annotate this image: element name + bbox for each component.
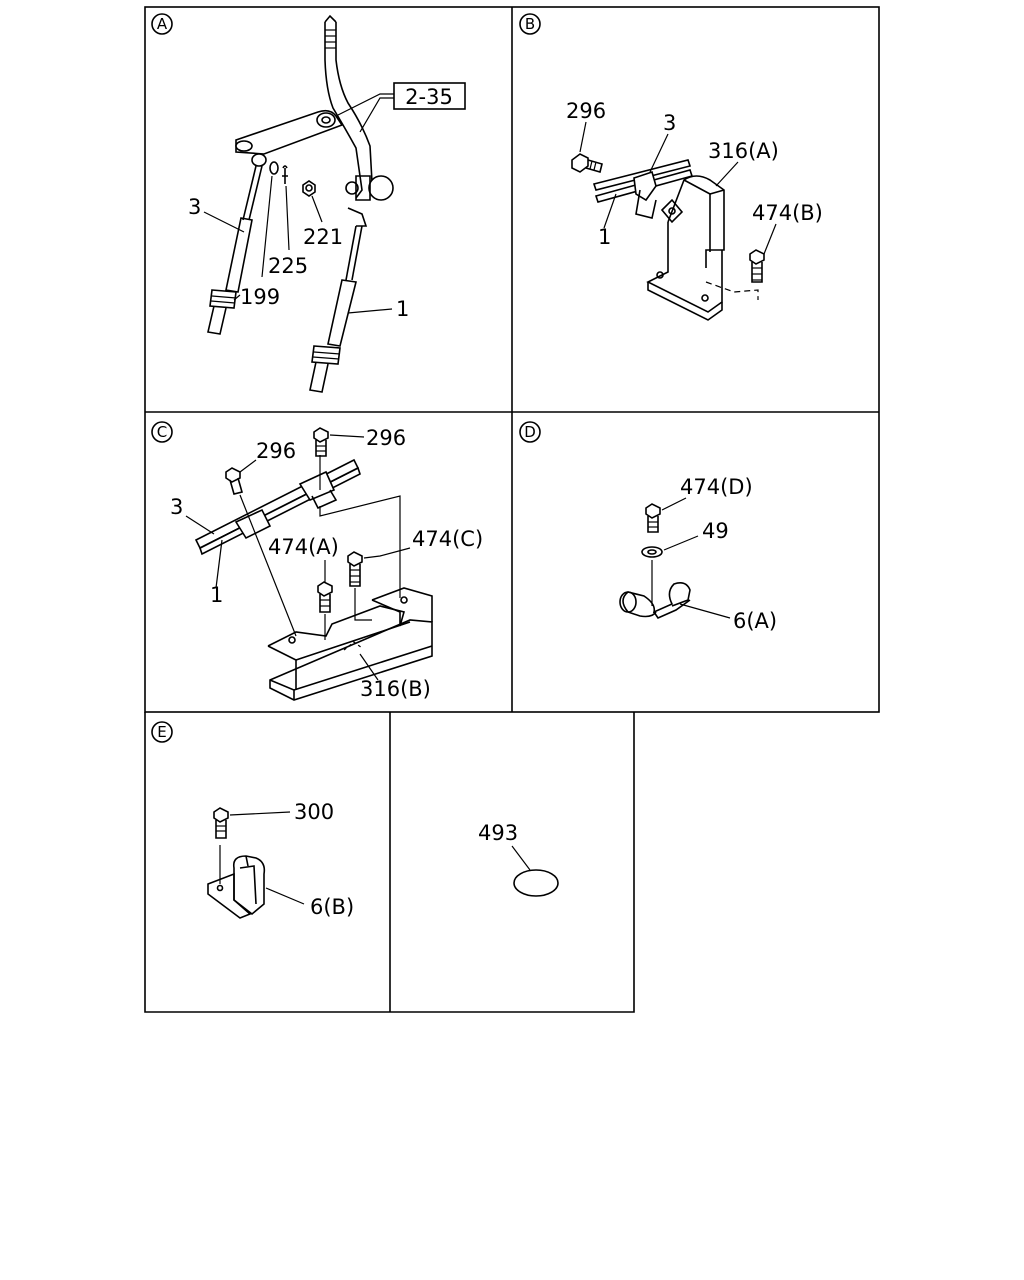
label-316b: 316(B) <box>360 677 431 701</box>
panel-e-marker: E <box>151 721 173 743</box>
cables-1-3-drawing <box>592 159 694 219</box>
bolt-474d-drawing <box>645 503 661 533</box>
bracket-316a-drawing <box>646 175 725 321</box>
label-474b: 474(B) <box>752 201 823 225</box>
label-cable-3: 3 <box>188 195 201 219</box>
label-316a: 316(A) <box>708 139 779 163</box>
panel-e: E 300 6(B) <box>151 721 354 919</box>
label-225: 225 <box>268 254 308 278</box>
panel-b-marker: B <box>519 13 541 35</box>
panel-c-leaders <box>185 434 411 681</box>
svg-text:B: B <box>525 15 535 33</box>
label-296-c-left: 296 <box>256 439 296 463</box>
panel-a-marker: A <box>151 13 173 35</box>
panel-b: B <box>519 13 823 321</box>
label-49: 49 <box>702 519 729 543</box>
bolt-300-drawing <box>213 807 229 839</box>
pin-225-drawing <box>282 165 288 184</box>
label-2-35: 2-35 <box>405 85 453 109</box>
label-cable-1-b: 1 <box>598 225 611 249</box>
panel-f: 493 <box>478 821 559 897</box>
label-221: 221 <box>303 225 343 249</box>
bracket-316b-drawing <box>267 587 433 701</box>
label-6a: 6(A) <box>733 609 777 633</box>
clamp-6b-drawing <box>207 855 266 919</box>
panel-c: C <box>151 421 483 701</box>
bolts-c-drawing <box>225 427 363 613</box>
nut-221-drawing <box>302 180 316 197</box>
svg-text:C: C <box>157 423 167 441</box>
panel-a-leaders <box>203 93 394 314</box>
bolt-474b-drawing <box>749 249 765 283</box>
cables-c-drawing <box>194 458 361 556</box>
clip-199-drawing <box>269 161 279 175</box>
shift-lever-drawing <box>235 14 394 201</box>
part-493-drawing <box>513 869 559 897</box>
label-cable-3-b: 3 <box>663 111 676 135</box>
label-300: 300 <box>294 800 334 824</box>
washer-49-drawing <box>641 546 663 558</box>
svg-text:E: E <box>157 723 166 741</box>
cable-3-drawing <box>207 153 267 335</box>
svg-text:A: A <box>157 15 168 33</box>
cable-1-drawing <box>309 207 368 393</box>
clamp-6a-drawing <box>619 582 691 620</box>
label-199: 199 <box>240 285 280 309</box>
ref-2-35-callout: 2-35 <box>393 82 466 110</box>
label-296-c-top: 296 <box>366 426 406 450</box>
label-474a: 474(A) <box>268 535 339 559</box>
label-6b: 6(B) <box>310 895 354 919</box>
panel-d: D 474(D) 49 6(A) <box>519 421 777 633</box>
panel-a: A <box>151 13 466 393</box>
panel-d-marker: D <box>519 421 541 443</box>
panel-d-leaders <box>651 497 731 619</box>
label-cable-1-c: 1 <box>210 583 223 607</box>
label-cable-1: 1 <box>396 297 409 321</box>
label-474d: 474(D) <box>680 475 753 499</box>
label-493: 493 <box>478 821 518 845</box>
label-474c: 474(C) <box>412 527 483 551</box>
panel-e-leaders <box>219 811 305 905</box>
label-296-b: 296 <box>566 99 606 123</box>
svg-text:D: D <box>524 423 536 441</box>
panel-c-marker: C <box>151 421 173 443</box>
panel-b-leaders <box>579 121 777 300</box>
label-cable-3-c: 3 <box>170 495 183 519</box>
bolt-296-b-drawing <box>571 153 603 173</box>
panel-frames <box>144 6 880 1013</box>
panel-f-leader <box>511 845 531 871</box>
